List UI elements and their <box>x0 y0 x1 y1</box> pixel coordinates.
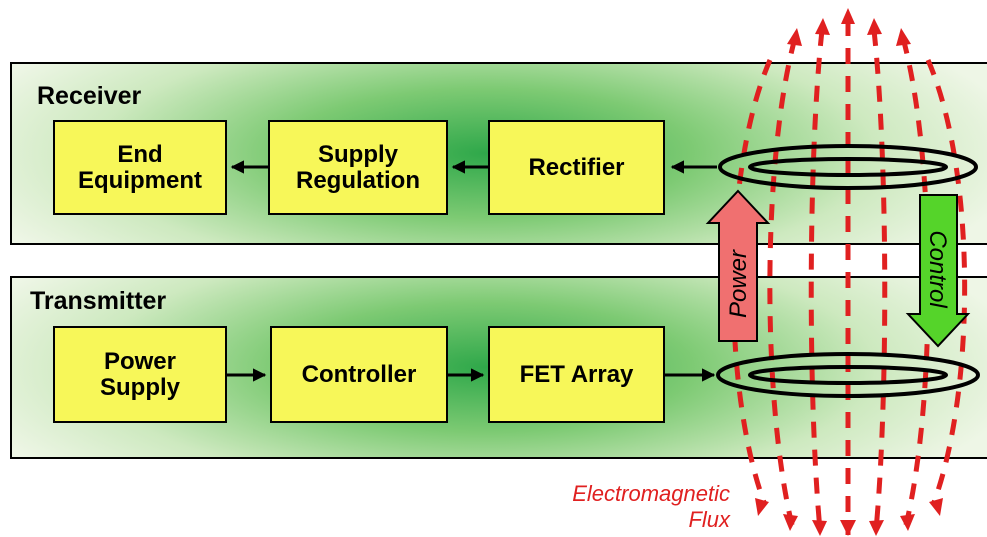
flux-arrowhead <box>815 18 830 35</box>
receiver-title: Receiver <box>37 82 142 110</box>
flux-arrowhead <box>783 514 798 531</box>
flux-arrowhead <box>929 498 943 516</box>
flux-arrowhead <box>900 514 915 531</box>
flux-label-line2: Flux <box>688 507 730 532</box>
flux-arrowhead <box>812 520 827 536</box>
controller-block: Controller <box>270 326 448 423</box>
transmitter-coil-inner <box>748 365 948 385</box>
fet-array-block: FET Array <box>488 326 665 423</box>
transmitter-coil-outer <box>716 352 980 398</box>
power-arrow <box>705 189 771 342</box>
flux-arrowhead <box>896 28 911 46</box>
flux-line <box>808 29 825 531</box>
flow-arrows <box>227 160 717 382</box>
flux-arrowhead <box>841 8 855 24</box>
flux-line <box>767 37 798 526</box>
flux-arrowhead <box>840 520 856 536</box>
flux-arrowhead <box>755 498 769 516</box>
flux-label-line1: Electromagnetic <box>572 481 730 506</box>
flux-arrowhead <box>787 28 802 46</box>
receiver-coil <box>718 144 978 190</box>
flux-arrowheads <box>755 8 943 536</box>
power-arrow-label: Power <box>725 249 752 318</box>
flux-line <box>900 37 931 526</box>
receiver-coil-outer <box>718 144 978 190</box>
supply-regulation-block: Supply Regulation <box>268 120 448 215</box>
flux-arrowhead <box>869 520 884 536</box>
flux-line <box>925 59 968 506</box>
flux-arrowhead <box>867 18 882 35</box>
end-equipment-block: End Equipment <box>53 120 227 215</box>
flux-line <box>871 29 888 531</box>
transmitter-title: Transmitter <box>30 287 167 315</box>
power-supply-block: Power Supply <box>53 326 227 423</box>
flux-label: Electromagnetic Flux <box>500 481 730 533</box>
control-arrow <box>905 194 971 348</box>
transmitter-coil <box>716 352 980 398</box>
receiver-coil-inner <box>748 157 948 177</box>
rectifier-block: Rectifier <box>488 120 665 215</box>
control-arrow-label: Control <box>924 230 951 308</box>
